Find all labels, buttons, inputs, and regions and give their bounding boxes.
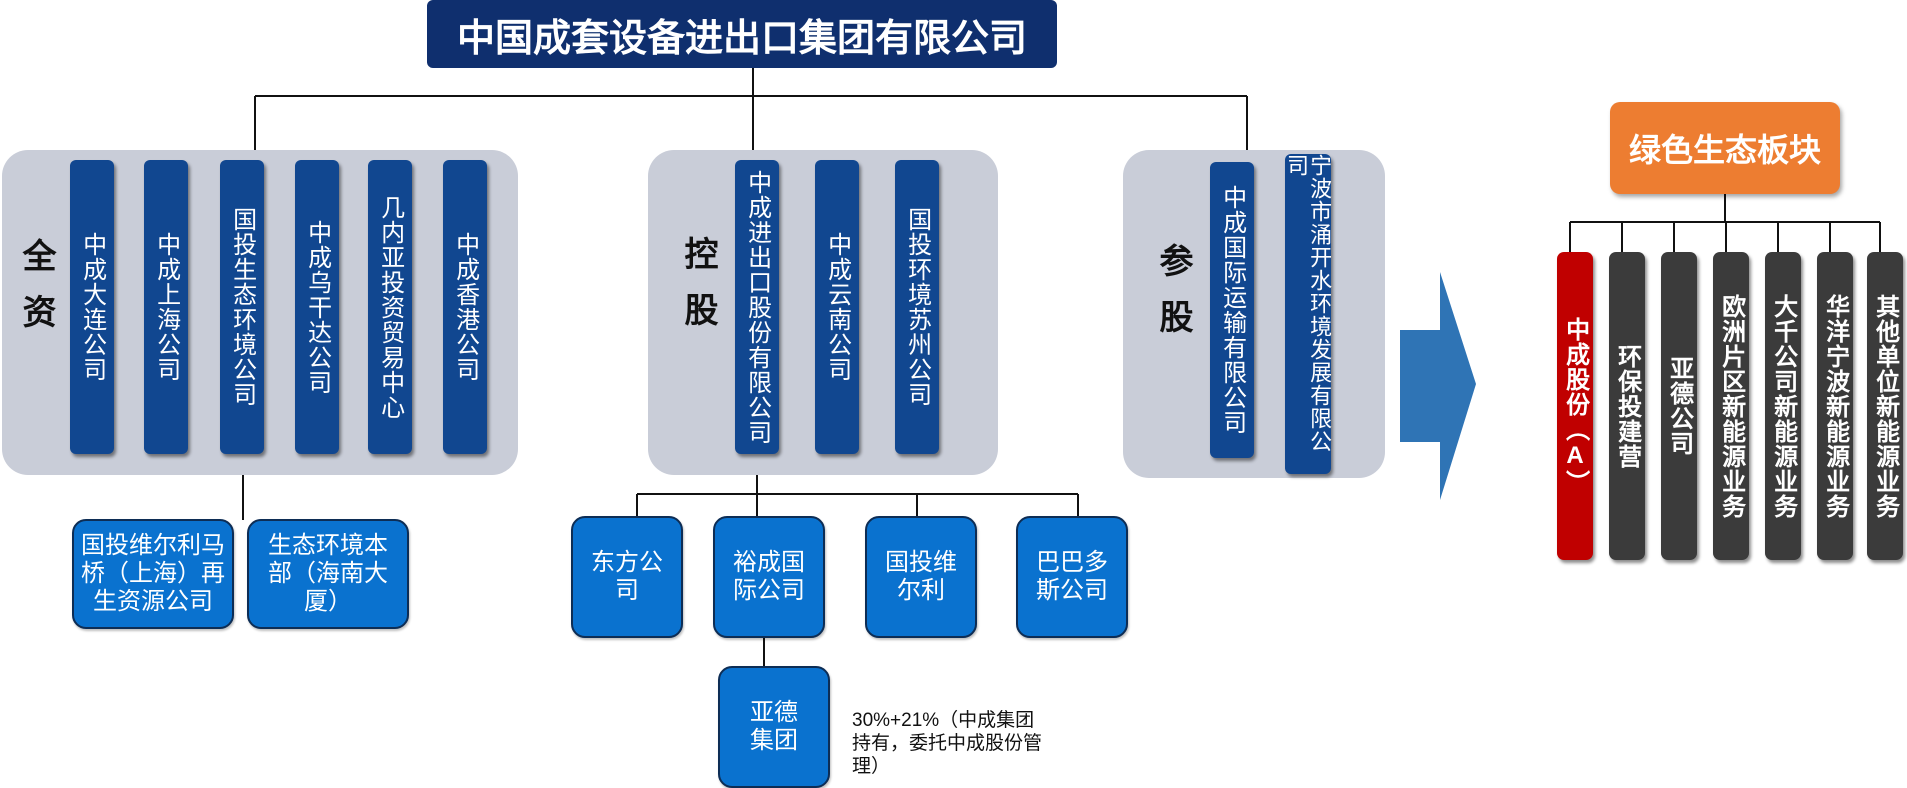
pillar-wholly-4: 中成乌干达公司 <box>295 160 339 454</box>
pillar-wholly-2: 中成上海公司 <box>144 160 188 454</box>
subsidiary-box: 东方公司 <box>571 516 683 638</box>
subsidiary-box: 巴巴多斯公司 <box>1016 516 1128 638</box>
participating-label: 参股 <box>1154 243 1192 355</box>
ownership-note: 30%+21%（中成集团持有，委托中成股份管理） <box>852 710 1043 777</box>
pillar-wholly-1: 中成大连公司 <box>70 160 114 454</box>
page-title: 中国成套设备进出口集团有限公司 <box>427 0 1057 68</box>
pillar-wholly-6: 中成香港公司 <box>443 160 487 454</box>
pillar-participating-2: 宁波市涌开水环境发展有限公司 <box>1284 154 1332 474</box>
green-item: 欧洲片区新能源业务 <box>1713 252 1749 560</box>
pillar-wholly-5: 几内亚投资贸易中心 <box>368 160 412 454</box>
pillar-controlled-3: 国投环境苏州公司 <box>895 160 939 454</box>
pillar-wholly-3: 国投生态环境公司 <box>220 160 264 454</box>
right-arrow-icon <box>1400 272 1476 500</box>
subsidiary-box: 生态环境本部（海南大厦） <box>247 519 409 629</box>
sub-subsidiary-box: 亚德集团 <box>718 666 830 788</box>
participating-panel <box>1123 150 1385 478</box>
pillar-controlled-1: 中成进出口股份有限公司 <box>735 160 779 454</box>
controlled-label: 控股 <box>679 236 717 348</box>
pillar-participating-1: 中成国际运输有限公司 <box>1210 162 1254 458</box>
green-item: 环保投建营 <box>1609 252 1645 560</box>
green-item: 大千公司新能源业务 <box>1765 252 1801 560</box>
subsidiary-box: 国投维尔利马桥（上海）再生资源公司 <box>72 519 234 629</box>
green-block-title: 绿色生态板块 <box>1610 102 1840 194</box>
green-item: 华洋宁波新能源业务 <box>1817 252 1853 560</box>
subsidiary-box: 裕成国际公司 <box>713 516 825 638</box>
subsidiary-box: 国投维尔利 <box>865 516 977 638</box>
wholly-owned-label: 全资 <box>17 238 55 350</box>
green-item: 亚德公司 <box>1661 252 1697 560</box>
pillar-controlled-2: 中成云南公司 <box>815 160 859 454</box>
green-item: 其他单位新能源业务 <box>1867 252 1903 560</box>
green-item: 中成股份（A） <box>1557 252 1593 560</box>
